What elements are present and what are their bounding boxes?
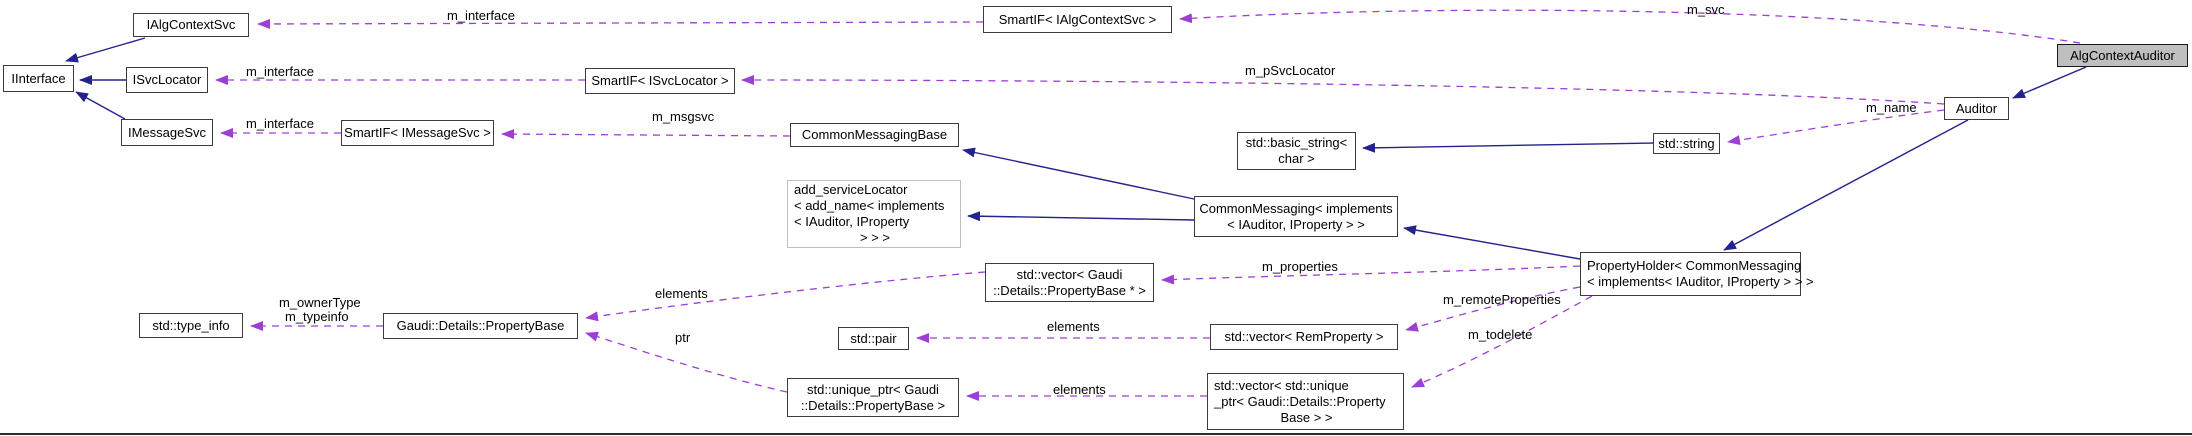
edge-label-m-interface: m_interface — [246, 116, 314, 131]
edge-m-svc — [1179, 9, 2081, 44]
class-node-auditor[interactable]: Auditor — [1944, 97, 2009, 120]
class-node-label: Gaudi::Details::PropertyBase — [396, 318, 565, 333]
edge-label-m-interface: m_interface — [246, 64, 314, 79]
class-node-add-servicelocator: add_serviceLocator < add_name< implement… — [787, 180, 961, 248]
edge-m-psvclocator — [741, 75, 1945, 105]
edge-m-interface-algcontext — [257, 18, 984, 29]
class-node-ialgcontextsvc[interactable]: IAlgContextSvc — [133, 13, 249, 37]
edge-auditor-to-propertyholder — [1723, 119, 1969, 251]
class-node-label: Base > > — [1280, 409, 1333, 425]
class-node-propertyholder[interactable]: PropertyHolder< CommonMessaging < implem… — [1580, 252, 1814, 296]
class-node-label: SmartIF< IMessageSvc > — [344, 125, 491, 140]
edge-elements-propertybase — [585, 271, 986, 322]
class-node-algcontextauditor-current: AlgContextAuditor — [2057, 44, 2188, 67]
edge-ialgcontextsvc-to-iinterface — [65, 37, 146, 63]
edge-imessagesvc-to-iinterface — [75, 91, 126, 120]
edge-algcontextauditor-to-auditor — [2012, 66, 2087, 99]
class-node-label: std::type_info — [152, 317, 230, 333]
class-node-smartif-imessagesvc[interactable]: SmartIF< IMessageSvc > — [341, 120, 494, 146]
edge-label-m-ownertype: m_ownerType — [279, 295, 361, 310]
class-node-unique-ptr[interactable]: std::unique_ptr< Gaudi ::Details::Proper… — [787, 378, 959, 417]
edge-label-m-typeinfo: m_typeinfo — [285, 309, 349, 324]
edge-label-m-msgsvc: m_msgsvc — [652, 109, 715, 124]
class-node-label: CommonMessagingBase — [801, 127, 948, 142]
class-node-imessagesvc[interactable]: IMessageSvc — [121, 119, 213, 146]
class-node-isvclocator[interactable]: ISvcLocator — [126, 67, 208, 93]
class-node-label: std::unique_ptr< Gaudi — [807, 381, 939, 397]
class-node-label: std::basic_string< — [1245, 135, 1348, 150]
class-node-label: add_serviceLocator — [794, 182, 908, 197]
class-node-label: ::Details::PropertyBase * > — [993, 282, 1146, 298]
edge-label-elements: elements — [1047, 319, 1100, 334]
edge-m-msgsvc — [501, 129, 791, 140]
class-node-commonmessaging-implements[interactable]: CommonMessaging< implements < IAuditor, … — [1194, 196, 1398, 237]
edge-stdstring-to-basicstring — [1362, 142, 1654, 153]
class-node-label: char > — [1278, 151, 1315, 166]
class-node-vector-remproperty[interactable]: std::vector< RemProperty > — [1210, 324, 1398, 350]
class-node-commonmessagingbase[interactable]: CommonMessagingBase — [790, 123, 959, 147]
class-node-vector-propertybase-ptr[interactable]: std::vector< Gaudi ::Details::PropertyBa… — [985, 263, 1154, 302]
class-node-smartif-isvclocator[interactable]: SmartIF< ISvcLocator > — [585, 68, 735, 94]
class-node-label: IMessageSvc — [127, 124, 207, 140]
class-node-label: SmartIF< IAlgContextSvc > — [998, 11, 1157, 27]
class-node-propertybase[interactable]: Gaudi::Details::PropertyBase — [383, 313, 578, 339]
class-node-label: < IAuditor, IProperty — [794, 214, 910, 229]
class-node-label: std::string — [1658, 135, 1715, 151]
edge-m-properties — [1161, 265, 1581, 285]
class-node-iinterface[interactable]: IInterface — [3, 65, 74, 92]
class-node-label: std::pair — [850, 330, 897, 346]
edge-label-m-name: m_name — [1866, 100, 1917, 115]
class-node-label: IInterface — [11, 70, 66, 86]
class-node-label: AlgContextAuditor — [2070, 47, 2175, 63]
class-node-label: Auditor — [1955, 100, 1998, 116]
edge-label-m-psvclocator: m_pSvcLocator — [1245, 63, 1336, 78]
edge-label-m-interface: m_interface — [447, 8, 515, 23]
edge-label-m-remoteproperties: m_remoteProperties — [1443, 292, 1561, 307]
class-node-vector-unique-ptr[interactable]: std::vector< std::unique _ptr< Gaudi::De… — [1207, 373, 1404, 430]
edge-label-elements: elements — [1053, 382, 1106, 397]
class-node-label: PropertyHolder< CommonMessaging — [1587, 258, 1802, 273]
class-node-label: < implements< IAuditor, IProperty > > > — [1587, 274, 1814, 289]
edge-label-ptr: ptr — [675, 330, 691, 345]
edge-label-m-todelete: m_todelete — [1468, 327, 1533, 342]
class-node-type-info[interactable]: std::type_info — [139, 313, 243, 338]
class-node-label: std::vector< RemProperty > — [1224, 329, 1384, 344]
class-node-label: < IAuditor, IProperty > > — [1227, 216, 1365, 232]
class-node-label: CommonMessaging< implements — [1199, 200, 1393, 216]
class-node-label: < add_name< implements — [794, 198, 945, 213]
class-node-label: ISvcLocator — [132, 72, 202, 87]
edge-label-elements: elements — [655, 286, 708, 301]
edge-label-m-svc: m_svc — [1687, 2, 1725, 17]
edge-commonmessaging-to-addservicelocator — [967, 211, 1195, 222]
class-node-label: IAlgContextSvc — [146, 17, 236, 32]
class-node-label: std::vector< std::unique — [1214, 377, 1349, 393]
class-node-basic-string[interactable]: std::basic_string< char > — [1237, 132, 1356, 170]
class-node-label: > > > — [860, 230, 890, 245]
class-node-label: SmartIF< ISvcLocator > — [591, 73, 729, 88]
class-node-smartif-ialgcontextsvc[interactable]: SmartIF< IAlgContextSvc > — [983, 6, 1172, 33]
edge-commonmessaging-to-commonmessagingbase — [962, 147, 1195, 200]
class-node-label: std::vector< Gaudi — [1016, 266, 1123, 282]
class-node-std-string[interactable]: std::string — [1653, 133, 1720, 154]
class-node-label: _ptr< Gaudi::Details::Property — [1214, 393, 1386, 409]
edge-label-m-properties: m_properties — [1262, 259, 1338, 274]
class-node-label: ::Details::PropertyBase > — [800, 397, 946, 413]
edge-propertyholder-to-commonmessaging — [1403, 225, 1581, 260]
class-node-std-pair[interactable]: std::pair — [838, 327, 909, 350]
bottom-rule — [0, 433, 2192, 435]
